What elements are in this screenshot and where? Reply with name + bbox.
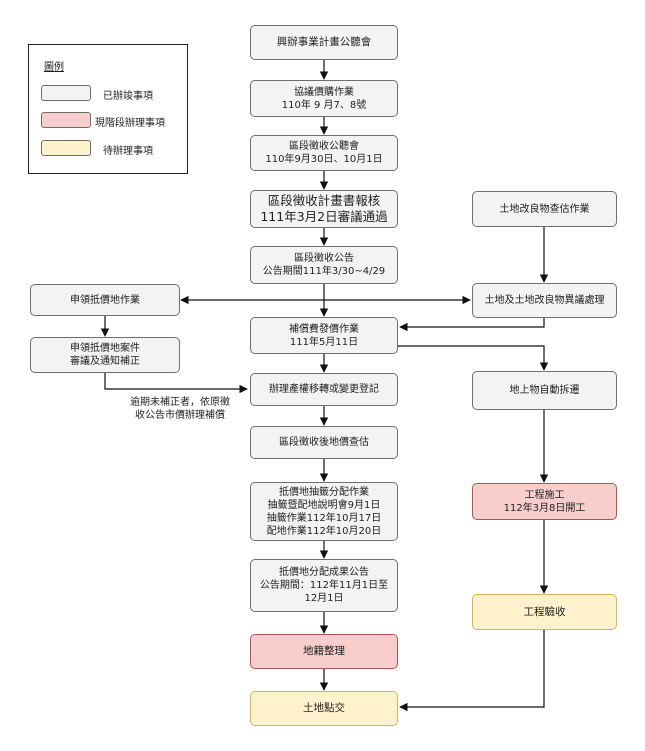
arrow-review-to-transfer [104,373,248,394]
legend-title: 圖例 [44,62,64,73]
node-acceptance: 工程驗收 [472,594,617,630]
node-lottery-allocation: 抵價地抽籤分配作業 抽籤暨配地說明會9月1日 抽籤作業112年10月17日 配地… [250,482,398,541]
legend-swatch-current [41,112,91,128]
node-hearing: 興辦事業計畫公聽會 [250,25,398,60]
arrow-compensation-to-demolish [398,345,549,371]
node-zone-hearing: 區段徵收公聽會 110年9月30日、10月1日 [250,135,398,171]
node-post-valuation: 區段徵收後地價查估 [250,426,398,459]
arrow-objection-to-compensation [399,318,545,332]
node-self-demolish: 地上物自動拆遷 [472,371,617,410]
legend-label-done: 已辦竣事項 [103,91,153,102]
node-announcement: 區段徵收公告 公告期間111年3/30~4/29 [250,246,398,284]
node-transfer-registration: 辦理產權移轉或變更登記 [250,373,398,406]
node-review-case: 申領抵價地案件 審議及通知補正 [30,337,180,373]
node-objection: 土地及土地改良物異議處理 [472,283,617,318]
node-plan-approval: 區段徵收計畫書報核 111年3月2日審議通過 [250,190,398,228]
node-negotiation: 協議價購作業 110年 9 月7、8號 [250,80,398,117]
node-cadastral: 地籍整理 [250,634,398,669]
note-uncorrected: 逾期未補正者，依原徵 收公告市價辦理補償 [117,396,243,422]
arrow-acceptance-to-handover [399,630,545,712]
node-allocation-result: 抵價地分配成果公告 公告期間：112年11月1日至 12月1日 [250,559,398,612]
node-construction: 工程施工 112年3月8日開工 [472,483,617,520]
legend-label-todo: 待辦理事項 [103,146,153,157]
legend-label-current: 現階段辦理事項 [95,118,165,129]
node-land-handover: 土地點交 [250,691,398,726]
node-improvement-survey: 土地改良物查估作業 [472,191,617,227]
legend-swatch-todo [41,140,91,156]
legend-swatch-done [41,85,91,101]
node-apply-land: 申領抵價地作業 [30,284,180,316]
node-compensation: 補償費發價作業 111年5月11日 [250,317,398,354]
legend: 圖例 已辦竣事項 現階段辦理事項 待辦理事項 [28,44,188,174]
